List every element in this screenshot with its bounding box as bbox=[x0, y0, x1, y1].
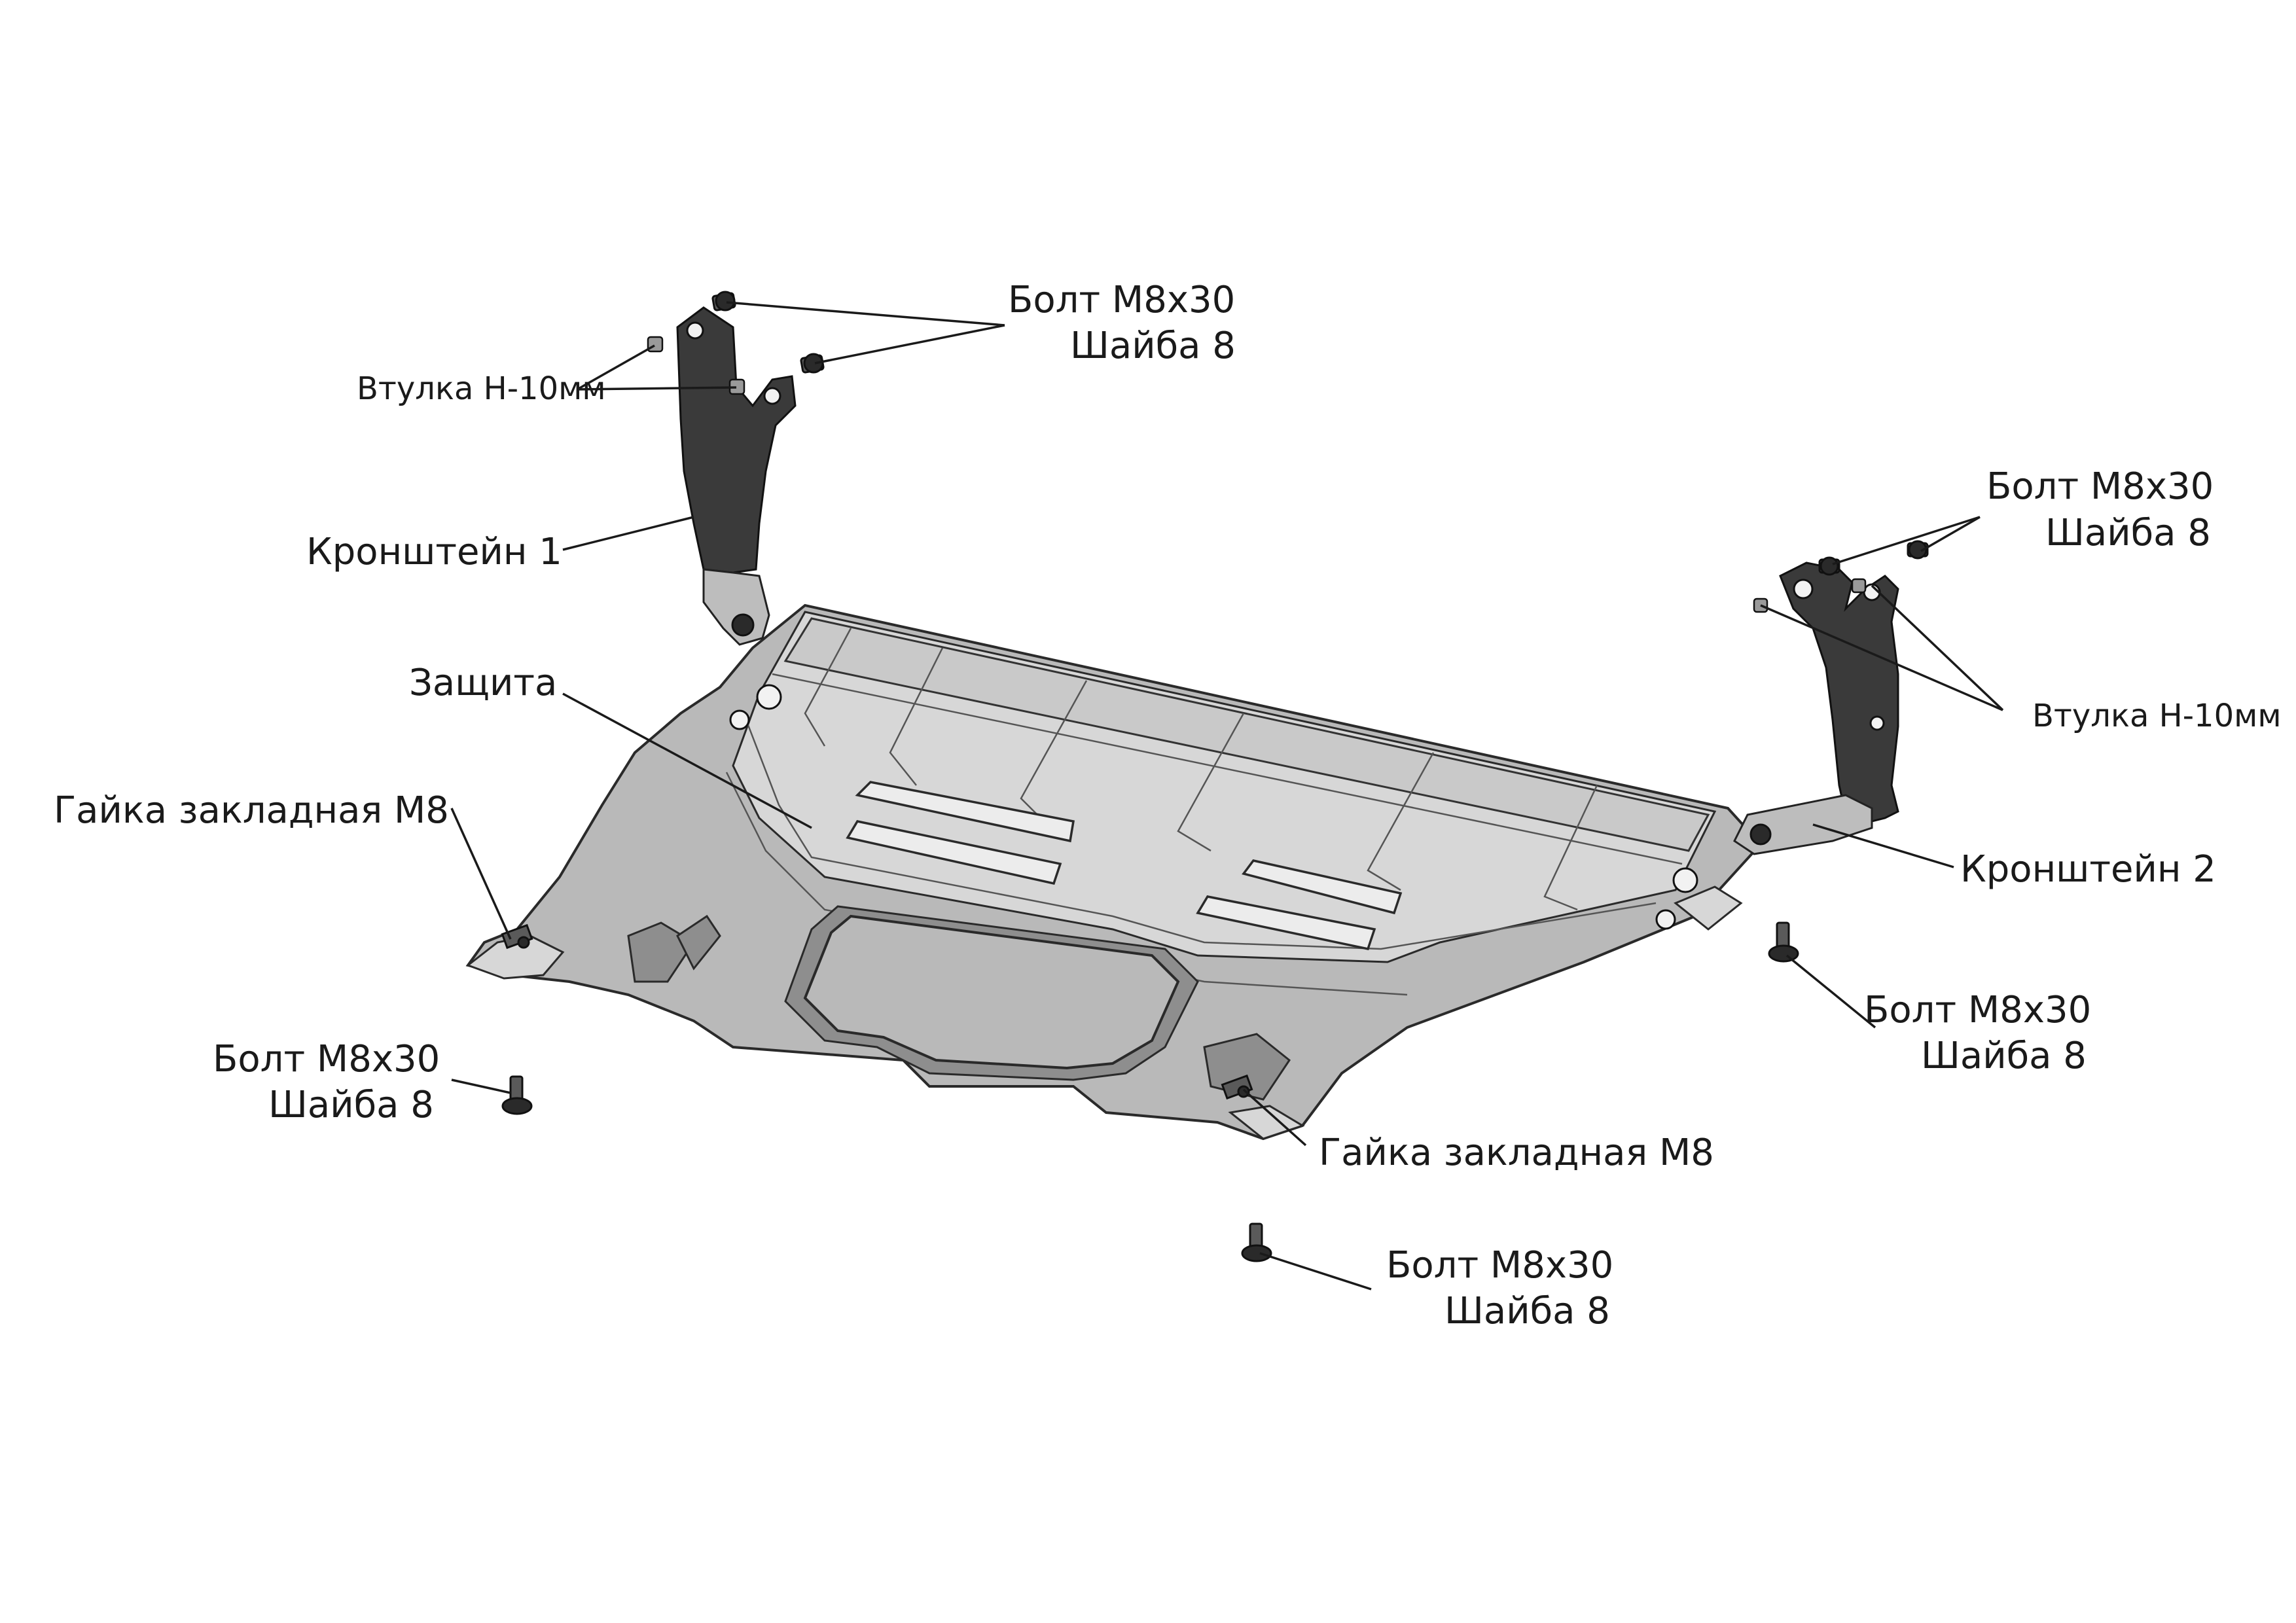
bracket-2-hole bbox=[1793, 579, 1814, 599]
bolt-bottom-center bbox=[1241, 1222, 1272, 1262]
label-bolt-bottom-left-line1: Болт М8х30 bbox=[213, 1038, 440, 1080]
bracket-1-hole bbox=[686, 321, 704, 340]
label-nut-center: Гайка закладная М8 bbox=[1319, 1132, 1714, 1174]
label-bolt-top-left-line2: Шайба 8 bbox=[1070, 325, 1236, 367]
bracket-1-hole bbox=[763, 387, 781, 405]
protection-plate bbox=[465, 603, 1763, 1141]
label-bracket-2: Кронштейн 2 bbox=[1960, 848, 2216, 891]
bolt-bottom-left bbox=[501, 1075, 533, 1115]
label-bolt-top-right-line1: Болт М8х30 bbox=[1986, 465, 2214, 508]
plate-mount-hole-left bbox=[756, 684, 782, 710]
plate-hole bbox=[1655, 909, 1676, 930]
label-bolt-top-right-line2: Шайба 8 bbox=[2045, 512, 2211, 554]
bolt-icon bbox=[1907, 540, 1929, 560]
bolt-right bbox=[1768, 921, 1799, 963]
plate-mount-hole-right bbox=[1672, 867, 1698, 893]
leader-lines bbox=[450, 301, 2004, 1291]
label-bracket-1: Кронштейн 1 bbox=[306, 531, 562, 573]
bolt-icon bbox=[800, 353, 825, 374]
label-bolt-bottom-left-line2: Шайба 8 bbox=[268, 1084, 434, 1126]
embedded-nut-left bbox=[501, 923, 533, 950]
bracket-1 bbox=[647, 291, 825, 646]
bushing-icon bbox=[1851, 578, 1867, 594]
plate-hole bbox=[729, 709, 750, 730]
bolt-icon bbox=[711, 291, 736, 312]
bracket-2-mount-bolt bbox=[1749, 823, 1772, 846]
embedded-nut-center bbox=[1221, 1074, 1253, 1100]
label-protection: Защита bbox=[409, 662, 557, 704]
bracket-2 bbox=[1733, 540, 1929, 855]
label-bushing-right: Втулка Н-10мм bbox=[2032, 698, 2282, 734]
label-bushing-left: Втулка Н-10мм bbox=[357, 370, 606, 407]
label-bolt-bottom-center-line1: Болт М8х30 bbox=[1386, 1244, 1613, 1287]
label-bolt-bottom-center-line2: Шайба 8 bbox=[1444, 1290, 1610, 1332]
bolt-icon bbox=[1818, 556, 1840, 576]
label-nut-left: Гайка закладная М8 bbox=[54, 789, 449, 832]
label-bolt-top-left-line1: Болт М8х30 bbox=[1008, 279, 1235, 321]
label-bolt-right-line2: Шайба 8 bbox=[1921, 1035, 2087, 1077]
bracket-2-hole bbox=[1869, 715, 1885, 731]
bracket-1-mount-bolt bbox=[731, 613, 755, 637]
label-bolt-right-line1: Болт М8х30 bbox=[1864, 989, 2091, 1031]
